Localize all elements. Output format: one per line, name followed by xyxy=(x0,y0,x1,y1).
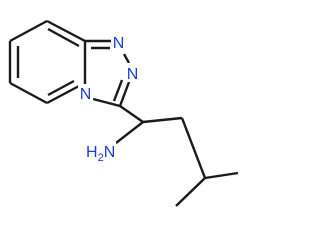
bond-c3-n4 xyxy=(92,97,121,108)
bond-c3-calpha xyxy=(119,105,144,123)
amine-subscript: 2 xyxy=(98,152,104,164)
bond-c8a-c8 xyxy=(46,19,86,43)
bond-calpha-cbeta xyxy=(142,116,183,124)
bond-c6-c5 xyxy=(9,81,48,105)
atom-n-right: N xyxy=(125,63,140,83)
bond-n1-n2 xyxy=(122,53,131,64)
bond-c5-n4 xyxy=(46,84,80,105)
atom-n-bridge: N xyxy=(78,84,93,103)
amine-label: H2N xyxy=(86,144,115,164)
pyridine-ring xyxy=(8,19,87,105)
bond-cgamma-methyl-right xyxy=(204,171,239,180)
atom-n-top: N xyxy=(111,33,126,52)
triazole-ring xyxy=(85,39,131,108)
bond-c8-c8-double xyxy=(47,27,80,48)
bond-cbeta-cgamma xyxy=(180,117,207,179)
bond-n2-c3-double xyxy=(112,79,124,102)
amine-hydrogen: H xyxy=(86,144,98,161)
atom-n-right-label: N xyxy=(127,66,139,83)
bond-c8-c7 xyxy=(9,19,48,43)
bond-c5-n4-double xyxy=(47,79,75,97)
side-chain xyxy=(115,105,239,207)
bond-n2-c3 xyxy=(118,81,131,107)
atom-n-bridge-label: N xyxy=(80,86,92,103)
chemical-structure-diagram: N N N H2N xyxy=(8,19,239,207)
atom-n-top-label: N xyxy=(113,35,125,52)
amine-nitrogen: N xyxy=(104,144,116,161)
bond-calpha-n xyxy=(115,121,144,144)
bond-cgamma-methyl-left xyxy=(175,177,206,207)
atom-amine: H2N xyxy=(84,141,116,164)
